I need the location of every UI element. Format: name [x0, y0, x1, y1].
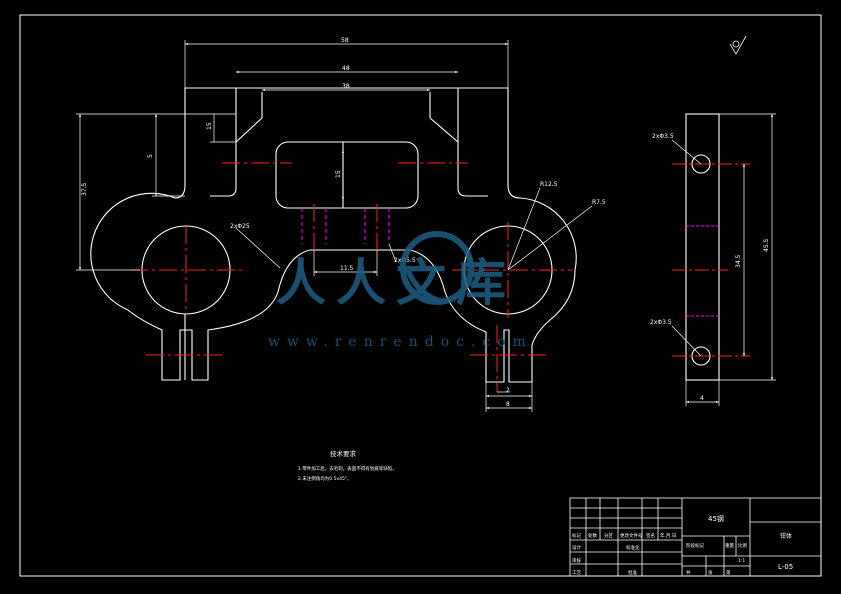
- dim-middle-width: 48: [342, 65, 350, 72]
- title-block-texts: 标记 处数 分区 更改文件号 签名 年.月.日 设计 标准化 审核 工艺 批准 …: [572, 514, 793, 576]
- part-outline: [90, 87, 577, 383]
- tb-date: 年.月.日: [660, 532, 676, 539]
- dim-overall-width: 58: [341, 37, 349, 44]
- hidden-holes: [301, 208, 390, 244]
- side-view: [685, 113, 720, 381]
- tb-scale: 比例: [738, 542, 747, 549]
- tb-zone: 分区: [604, 532, 613, 539]
- dim-side-center: 34.5: [735, 254, 742, 268]
- dim-step-height: 5: [147, 154, 154, 158]
- title-block: [569, 497, 822, 577]
- tb-count: 处数: [588, 532, 597, 539]
- dim-side-hole-top: 2xΦ3.5: [652, 133, 674, 140]
- dim-inner-height: 15: [206, 122, 213, 130]
- watermark-logo-ring: [400, 231, 474, 305]
- dim-radius-large: R12.5: [540, 181, 558, 188]
- tb-mark: 标记: [572, 532, 581, 539]
- tb-change-doc: 更改文件号: [620, 532, 643, 539]
- notes-line-1: 1.零件加工后，去毛刺，表面不得有划痕等缺陷。: [298, 465, 397, 472]
- side-body: [685, 113, 720, 381]
- tb-sheet: 张: [708, 569, 713, 576]
- dim-slot-height: 15: [335, 170, 342, 178]
- tb-approve: 批准: [628, 569, 637, 576]
- dim-top-width: 38: [342, 83, 350, 90]
- notes-heading: 技术要求: [330, 449, 357, 458]
- tb-of: 第: [726, 569, 731, 576]
- dim-tab-outer: 8: [506, 401, 510, 408]
- roughness-symbol: [729, 35, 747, 55]
- dimension-texts: 58 48 38 37.5 5 15 15 11.5 2xΦ5.5 2 8 R1…: [81, 37, 606, 408]
- central-slot: [275, 141, 419, 209]
- tb-sign: 签名: [646, 532, 655, 539]
- tb-weight: 重量: [725, 542, 734, 549]
- dim-tab-width: 2: [506, 387, 510, 394]
- watermark-url: www.renrendoc.com: [268, 334, 533, 350]
- tb-drawing-no: L-05: [778, 563, 793, 571]
- technical-notes: 技术要求 1.零件加工后，去毛刺，表面不得有划痕等缺陷。 2.未注倒角均为0.5…: [298, 449, 397, 482]
- tb-standard: 标准化: [626, 544, 640, 551]
- centerlines: [130, 162, 572, 392]
- dim-side-width: 4: [700, 395, 704, 402]
- tb-part-name: 钳体: [780, 532, 792, 540]
- notes-line-2: 2.未注倒角均为0.5x45°。: [298, 475, 352, 482]
- watermark-title: 人人文库: [276, 254, 516, 312]
- side-dimension-texts: 2xΦ3.5 2xΦ3.5 34.5 45.5 4: [650, 133, 770, 402]
- dim-bore: 2xΦ25: [230, 223, 250, 230]
- dim-left-height: 37.5: [81, 182, 88, 196]
- tb-design: 设计: [572, 544, 581, 551]
- watermark: 人人文库 www.renrendoc.com: [268, 231, 533, 350]
- dim-side-overall: 45.5: [763, 238, 770, 252]
- side-hidden: [686, 225, 719, 317]
- tb-stage-mark: 阶段标记: [686, 542, 704, 549]
- tb-material: 45钢: [708, 514, 724, 523]
- side-dimension-lines: [671, 113, 776, 406]
- dim-radius-small: R7.5: [592, 199, 606, 206]
- tb-scale-value: 1:1: [738, 558, 745, 564]
- drawing-frame: [19, 14, 822, 577]
- dim-hole-spacing: 11.5: [340, 265, 354, 272]
- side-centerlines: [672, 163, 750, 357]
- tb-process: 工艺: [572, 570, 581, 576]
- tb-review: 审核: [572, 557, 581, 564]
- tb-sheets: 共: [686, 569, 691, 576]
- dimension-lines: [76, 40, 593, 412]
- upper-step-contour: [210, 88, 488, 197]
- dim-side-hole-bottom: 2xΦ3.5: [650, 319, 672, 326]
